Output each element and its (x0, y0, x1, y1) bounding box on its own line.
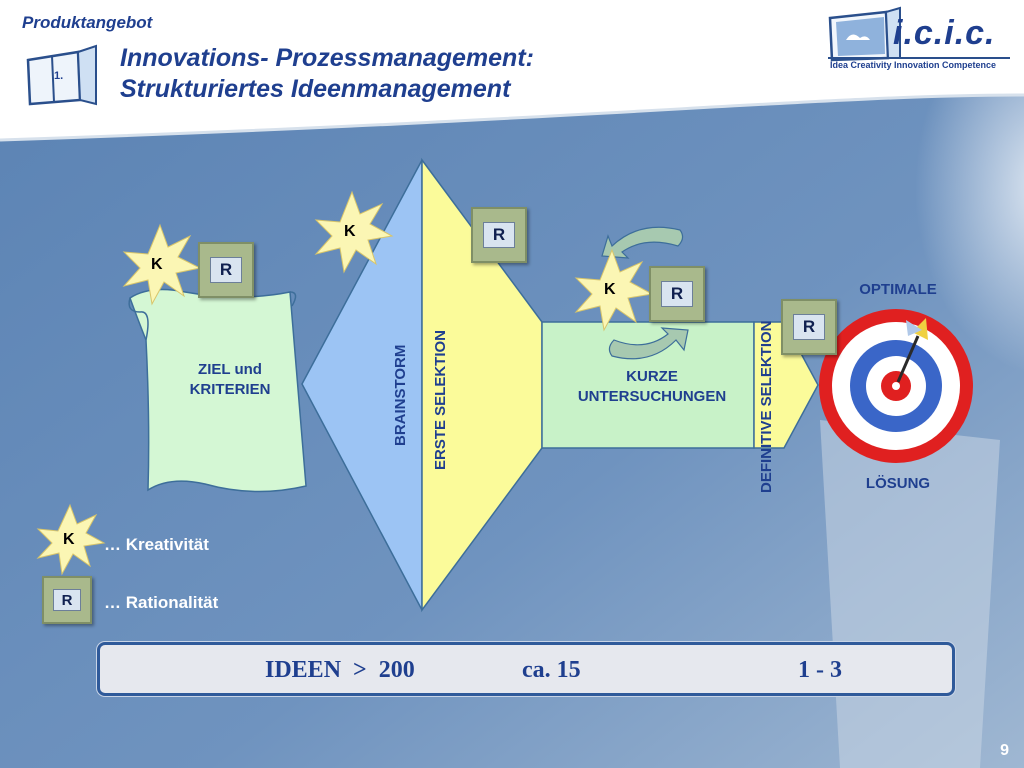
title-line-2: Strukturiertes Ideenmanagement (120, 75, 511, 103)
dart-icon (896, 318, 928, 383)
top-label: Produktangebot (22, 13, 153, 32)
title-line-1: Innovations- Prozessmanagement: (120, 44, 534, 72)
r-badge-letter: R (793, 314, 825, 340)
scroll-label-line-1: ZIEL und (198, 361, 262, 378)
legend-kreativitaet: … Kreativität (104, 535, 209, 554)
starburst-k-brainstorm-icon (314, 190, 394, 274)
k-letter-brainstorm: K (344, 223, 356, 240)
r-badge-untersuchung: R (649, 266, 705, 322)
ideen-middle: ca. 15 (522, 657, 581, 683)
kurze-untersuchungen-label: KURZE UNTERSUCHUNGEN (548, 367, 756, 407)
definitive-selektion-label: DEFINITIVE SELEKTION (758, 320, 775, 493)
k-letter-legend: K (63, 531, 75, 548)
starburst-k-untersuchung-icon (574, 248, 654, 332)
scroll-shape (128, 288, 307, 493)
starburst-k-legend-icon (36, 503, 106, 576)
r-badge-definitive: R (781, 299, 837, 355)
page-number: 9 (1000, 742, 1009, 759)
ideen-bar (97, 642, 955, 696)
k-letter-untersuchung: K (604, 281, 616, 298)
r-badge-letter: R (661, 281, 693, 307)
k-letter-scroll: K (151, 256, 163, 273)
target-icon (819, 309, 973, 463)
optimale-label: OPTIMALE (859, 281, 937, 298)
logo-window-icon (828, 6, 901, 62)
r-badge-letter: R (210, 257, 242, 283)
page-title: Innovations- Prozessmanagement: Struktur… (120, 43, 534, 105)
r-badge-letter: R (483, 222, 515, 248)
window-icon (26, 44, 97, 106)
legend-rationalitaet: … Rationalität (104, 593, 219, 612)
scroll-label: ZIEL und KRITERIEN (160, 360, 300, 400)
brainstorm-label: BRAINSTORM (392, 344, 409, 446)
r-badge-scroll: R (198, 242, 254, 298)
scroll-label-line-2: KRITERIEN (189, 381, 271, 398)
loesung-label: LÖSUNG (865, 475, 931, 492)
starburst-k-scroll-icon (122, 223, 202, 306)
logo-tagline: Idea Creativity Innovation Competence (830, 60, 997, 70)
erste-selektion-label: ERSTE SELEKTION (432, 329, 449, 470)
r-badge-legend: R (42, 576, 92, 624)
kurze-line-1: KURZE (626, 368, 678, 385)
logo-name: i.c.i.c. (893, 14, 996, 52)
step-number: 1. (54, 70, 64, 82)
r-badge-letter: R (53, 589, 81, 611)
r-badge-selektion: R (471, 207, 527, 263)
kurze-line-2: UNTERSUCHUNGEN (577, 388, 727, 405)
ideen-count: IDEEN > 200 (265, 657, 415, 683)
cycle-arrows-icon (601, 226, 689, 360)
ideen-final: 1 - 3 (798, 657, 842, 683)
definitive-selektion-shape (753, 321, 819, 449)
